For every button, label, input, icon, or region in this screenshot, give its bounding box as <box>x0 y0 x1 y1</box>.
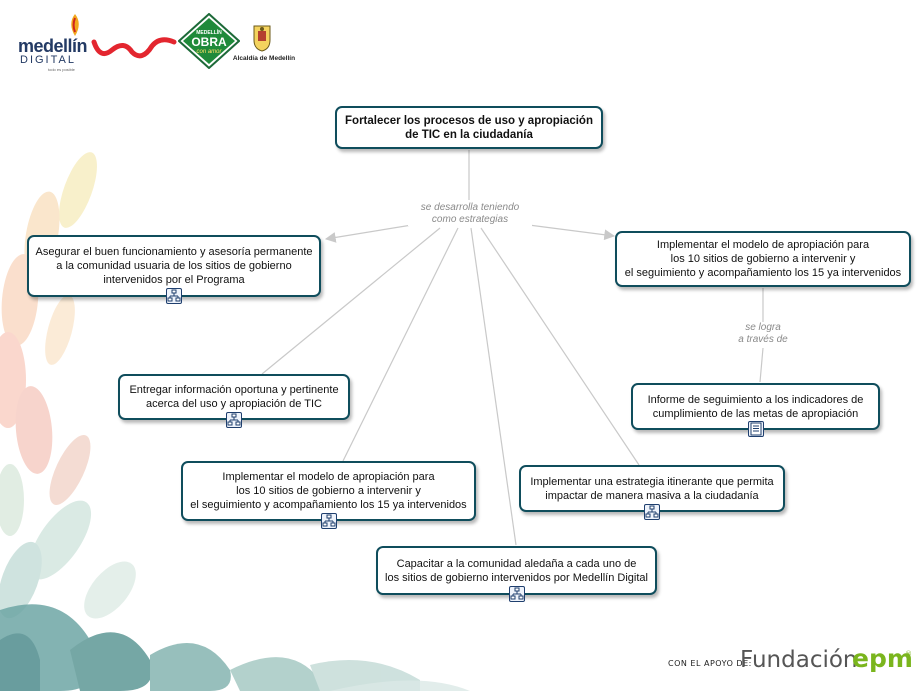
concept-map-link-icon[interactable] <box>166 288 182 304</box>
link-label-logra: se logra a través de <box>720 322 806 346</box>
concept-implementar-center[interactable]: Implementar el modelo de apropiación par… <box>181 461 476 521</box>
concept-map-link-icon[interactable] <box>644 504 660 520</box>
concept-implementar-right[interactable]: Implementar el modelo de apropiación par… <box>615 231 911 287</box>
link-to-implementar-center <box>343 228 458 461</box>
document-icon[interactable] <box>748 421 764 437</box>
concept-root[interactable]: Fortalecer los procesos de uso y apropia… <box>335 106 603 149</box>
link-to-capacitar <box>471 228 516 545</box>
concept-map-link-icon[interactable] <box>226 412 242 428</box>
link-label-strategies: se desarrolla teniendo como estrategias <box>408 202 532 226</box>
link-logra-to-informe <box>760 348 763 382</box>
concept-map-link-icon[interactable] <box>321 513 337 529</box>
concept-map-link-icon[interactable] <box>509 586 525 602</box>
registered-mark: ® <box>905 650 912 658</box>
epm-wordmark: epm <box>852 644 913 673</box>
fundacion-wordmark: Fundación <box>740 647 858 673</box>
link-to-implementar-right <box>521 224 614 236</box>
link-to-asegurar <box>326 224 418 239</box>
